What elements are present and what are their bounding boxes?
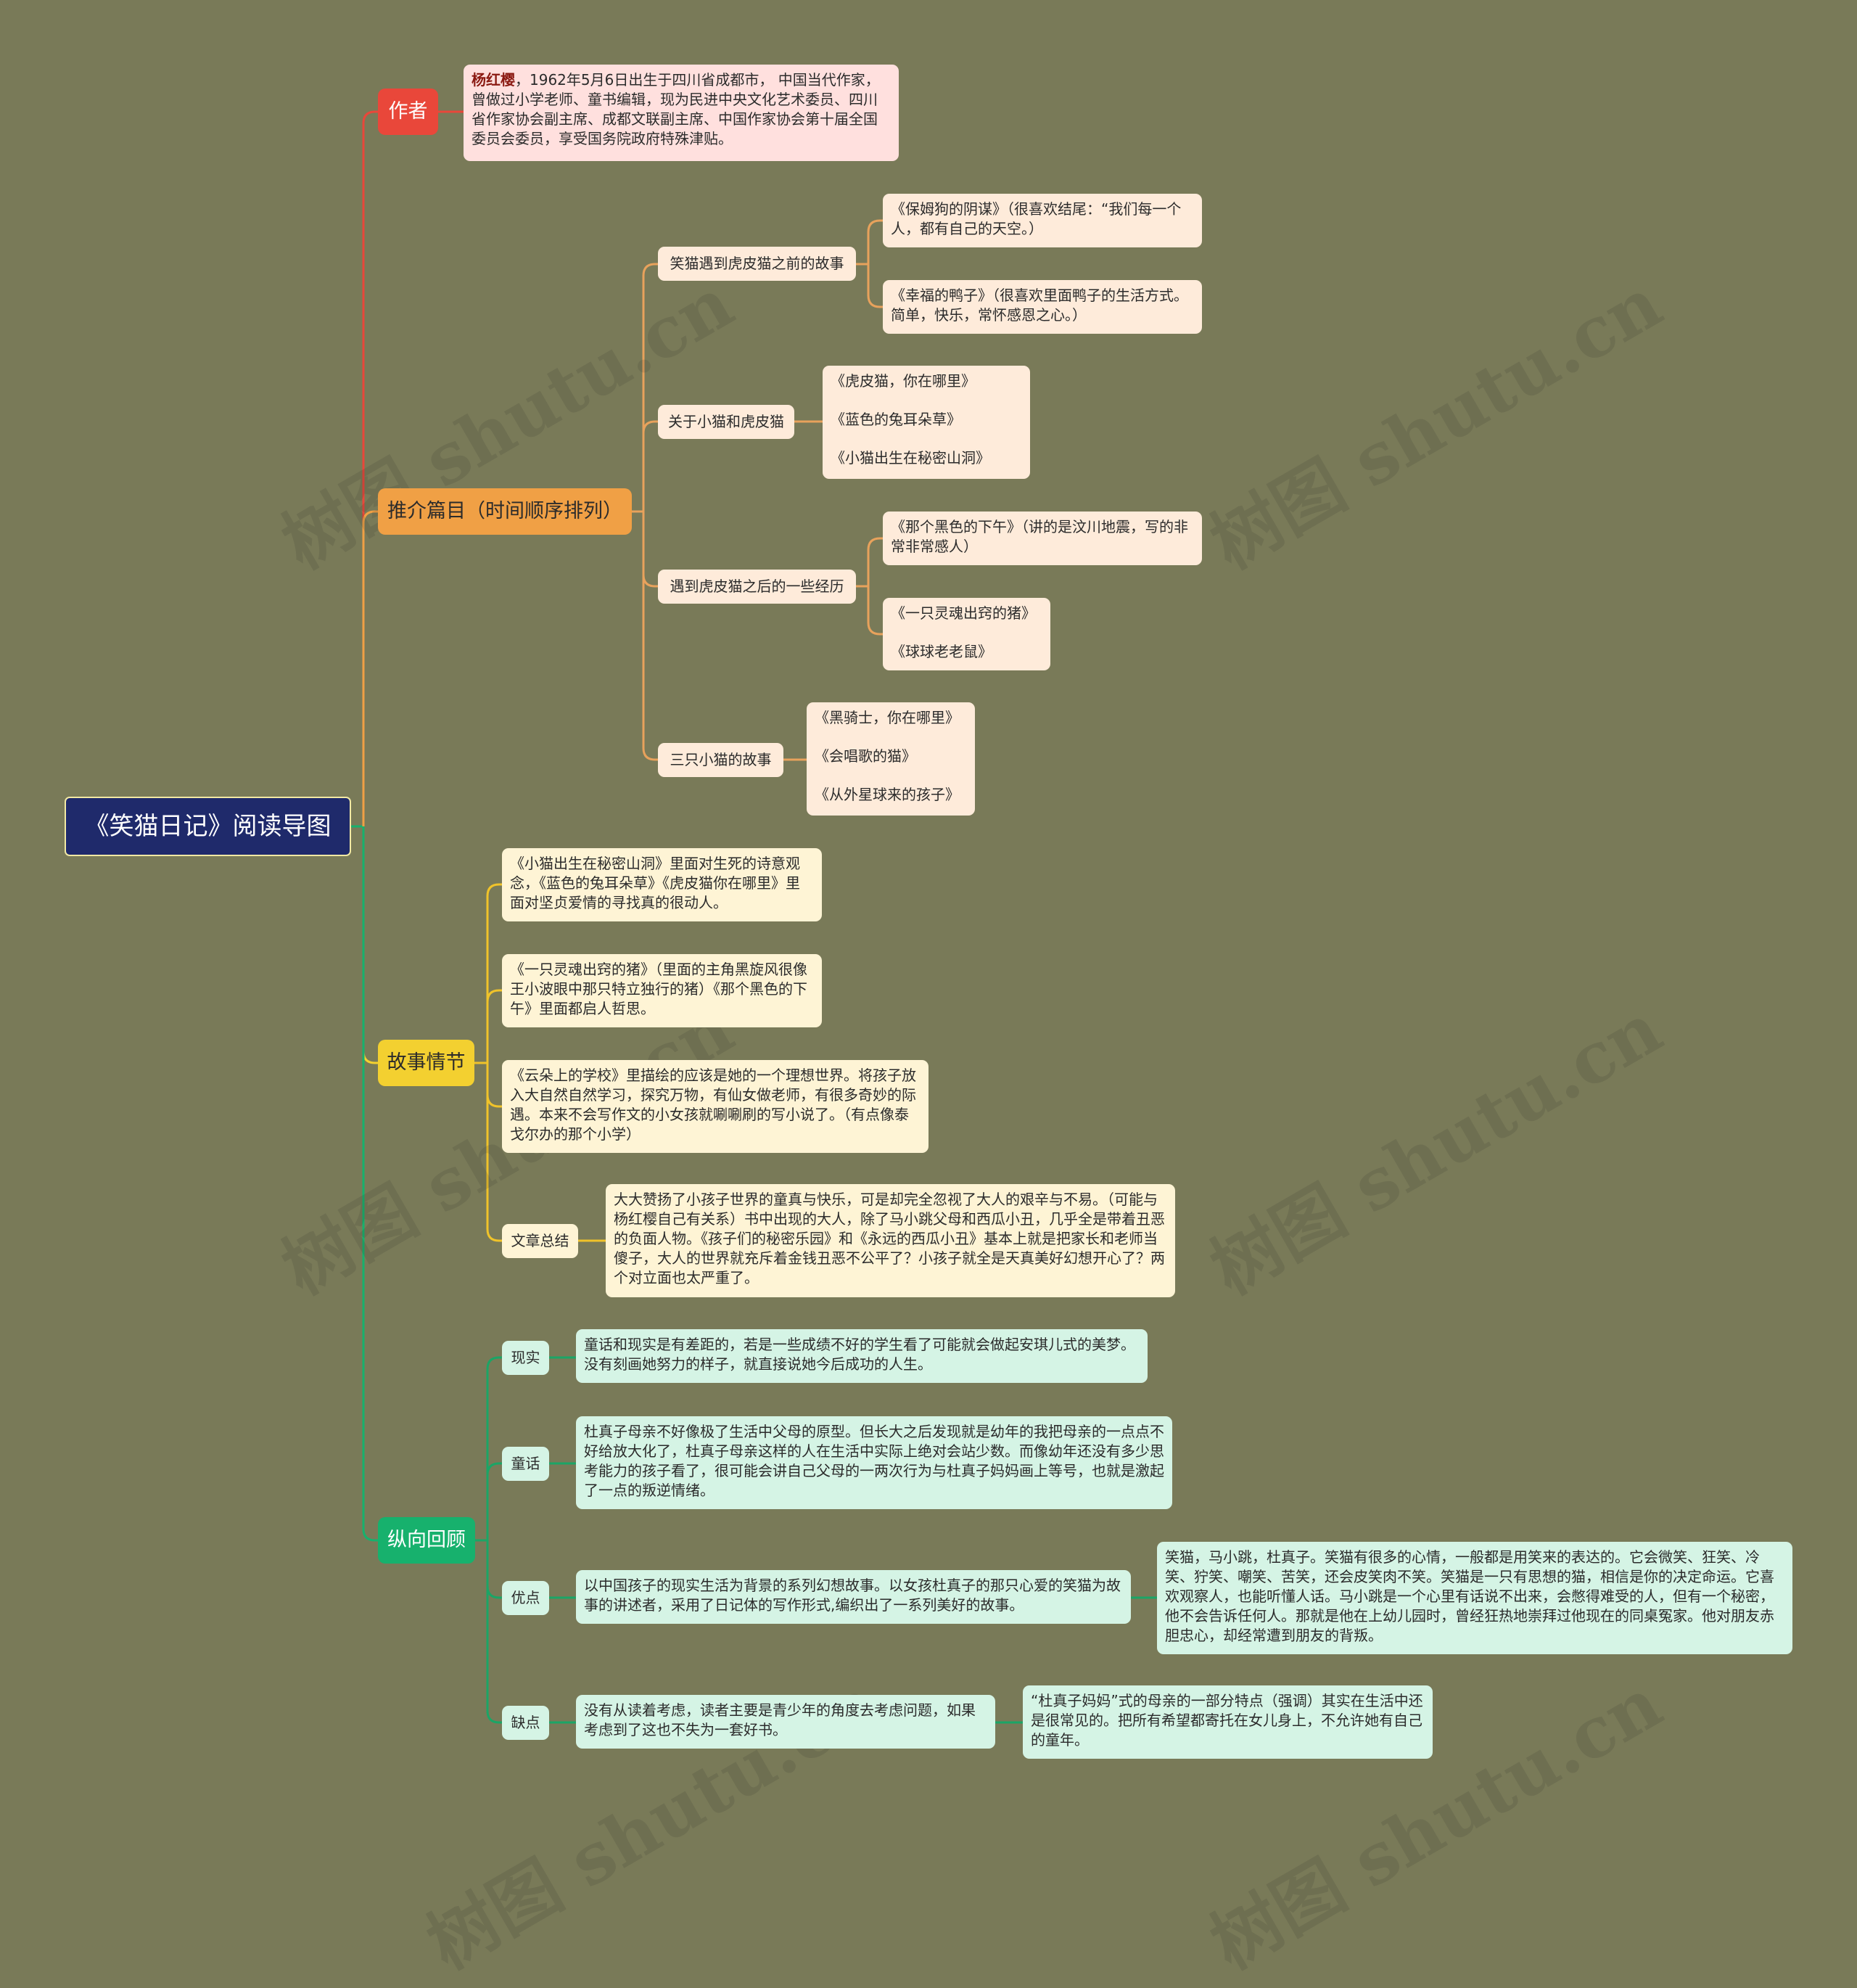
author-bio[interactable]: 杨红樱，1962年5月6日出生于四川省成都市， 中国当代作家，曾做过小学老师、童…	[464, 65, 899, 161]
mindmap-canvas: 树图 shutu.cn 树图 shutu.cn 树图 shutu.cn 树图 s…	[65, 65, 1792, 1985]
connector-line	[642, 420, 658, 512]
connector-line	[867, 264, 883, 308]
recommend-item[interactable]: 《保姆狗的阴谋》（很喜欢结尾：“我们每一个人，都有自己的天空。）	[883, 194, 1202, 247]
recommend-item: 《黑骑士，你在哪里》	[815, 709, 960, 726]
plot-item[interactable]: 《云朵上的学校》里描绘的应该是她的一个理想世界。将孩子放入大自然自然学习，探究万…	[502, 1060, 928, 1153]
root-node[interactable]: 《笑猫日记》阅读导图	[65, 797, 351, 856]
connector-line	[486, 1063, 502, 1242]
author-name: 杨红樱	[472, 71, 515, 89]
review-fairy-label[interactable]: 童话	[502, 1447, 549, 1481]
recommend-item: 《小猫出生在秘密山洞》	[831, 449, 990, 467]
review-reality-label[interactable]: 现实	[502, 1341, 549, 1375]
connector-line	[486, 1356, 502, 1540]
trunk-line	[362, 826, 378, 1542]
recommend-group-before[interactable]: 笑猫遇到虎皮猫之前的故事	[658, 247, 856, 281]
connector-line	[486, 1462, 502, 1540]
branch-author[interactable]: 作者	[378, 89, 438, 135]
branch-recommend[interactable]: 推介篇目（时间顺序排列）	[378, 488, 632, 535]
trunk-line	[362, 110, 378, 826]
author-bio-text: ，1962年5月6日出生于四川省成都市， 中国当代作家，曾做过小学老师、童书编辑…	[472, 71, 880, 147]
branch-plot[interactable]: 故事情节	[378, 1040, 474, 1086]
connector-line	[486, 1540, 502, 1599]
recommend-item: 《会唱歌的猫》	[815, 747, 916, 765]
recommend-item-list[interactable]: 《一只灵魂出窍的猪》 《球球老老鼠》	[883, 598, 1050, 670]
recommend-item-list[interactable]: 《黑骑士，你在哪里》 《会唱歌的猫》 《从外星球来的孩子》	[807, 702, 975, 816]
recommend-item: 《蓝色的兔耳朵草》	[831, 411, 961, 428]
trunk-line	[362, 826, 378, 1064]
recommend-group-kittens[interactable]: 三只小猫的故事	[658, 743, 783, 777]
connector-line	[486, 883, 502, 1063]
recommend-item[interactable]: 《幸福的鸭子》（很喜欢里面鸭子的生活方式。简单，快乐，常怀感恩之心。）	[883, 280, 1202, 334]
plot-summary-label[interactable]: 文章总结	[502, 1224, 578, 1258]
branch-review[interactable]: 纵向回顾	[378, 1517, 475, 1564]
connector-lines	[351, 110, 1157, 1724]
recommend-item: 《一只灵魂出窍的猪》	[891, 604, 1036, 622]
review-pros-detail[interactable]: 笑猫，马小跳，杜真子。笑猫有很多的心情，一般都是用笑来的表达的。它会微笑、狂笑、…	[1157, 1542, 1792, 1654]
recommend-item: 《虎皮猫，你在哪里》	[831, 372, 976, 390]
recommend-item: 《球球老老鼠》	[891, 643, 992, 660]
plot-item[interactable]: 《一只灵魂出窍的猪》（里面的主角黑旋风很像王小波眼中那只特立独行的猪）《那个黑色…	[502, 954, 822, 1027]
recommend-item: 《从外星球来的孩子》	[815, 786, 960, 803]
plot-item[interactable]: 《小猫出生在秘密山洞》里面对生死的诗意观念，《蓝色的兔耳朵草》《虎皮猫你在哪里》…	[502, 848, 822, 921]
connector-line	[642, 263, 658, 512]
connector-line	[867, 537, 883, 586]
review-pros[interactable]: 以中国孩子的现实生活为背景的系列幻想故事。以女孩杜真子的那只心爱的笑猫为故事的讲…	[576, 1570, 1131, 1624]
review-pros-label[interactable]: 优点	[502, 1581, 549, 1615]
trunk-line	[362, 510, 378, 826]
recommend-group-tiger[interactable]: 关于小猫和虎皮猫	[658, 405, 794, 439]
review-cons-detail[interactable]: “杜真子妈妈”式的母亲的一部分特点（强调）其实在生活中还是很常见的。把所有希望都…	[1023, 1685, 1433, 1759]
recommend-item[interactable]: 《那个黑色的下午》（讲的是汶川地震，写的非常非常感人）	[883, 512, 1202, 565]
plot-summary[interactable]: 大大赞扬了小孩子世界的童真与快乐，可是却完全忽视了大人的艰辛与不易。（可能与杨红…	[606, 1184, 1175, 1297]
recommend-item-list[interactable]: 《虎皮猫，你在哪里》 《蓝色的兔耳朵草》 《小猫出生在秘密山洞》	[823, 366, 1030, 479]
review-fairy[interactable]: 杜真子母亲不好像极了生活中父母的原型。但长大之后发现就是幼年的我把母亲的一点点不…	[576, 1416, 1172, 1509]
connector-line	[486, 1540, 502, 1724]
connector-line	[642, 512, 658, 761]
connector-line	[486, 989, 502, 1063]
recommend-group-after[interactable]: 遇到虎皮猫之后的一些经历	[658, 570, 856, 604]
connector-line	[642, 512, 658, 588]
review-cons-label[interactable]: 缺点	[502, 1706, 549, 1740]
connector-line	[867, 219, 883, 264]
review-reality[interactable]: 童话和现实是有差距的，若是一些成绩不好的学生看了可能就会做起安琪儿式的美梦。没有…	[576, 1329, 1148, 1383]
review-cons[interactable]: 没有从读着考虑，读者主要是青少年的角度去考虑问题，如果考虑到了这也不失为一套好书…	[576, 1695, 995, 1749]
connector-line	[867, 586, 883, 636]
